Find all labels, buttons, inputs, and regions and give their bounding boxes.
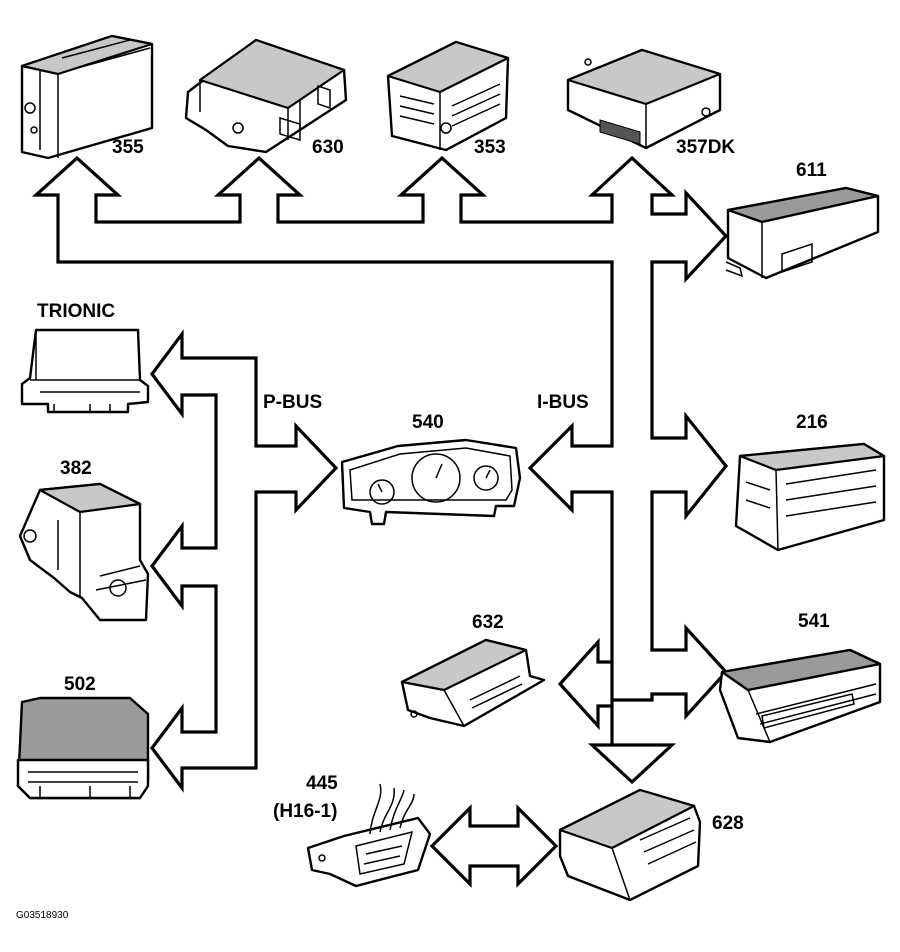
module-216 [734,442,886,552]
label-p-bus: P-BUS [263,392,323,413]
module-628 [558,788,702,902]
label-541: 541 [798,611,830,632]
label-216: 216 [796,412,828,433]
module-630 [184,38,348,154]
label-632: 632 [472,612,504,633]
connector-445 [306,783,432,888]
label-445: 445 [306,773,338,794]
label-630: 630 [312,137,344,158]
module-353 [386,40,510,152]
label-628: 628 [712,813,744,834]
label-353: 353 [474,137,506,158]
label-355: 355 [112,137,144,158]
module-502 [16,696,150,800]
module-382 [18,482,150,622]
module-trionic [20,328,150,414]
label-357dk: 357DK [676,137,736,158]
label-382: 382 [60,458,92,479]
label-540: 540 [412,412,444,433]
module-540 [340,438,522,526]
diagnostic-link-arrow [429,804,559,888]
top-bus-arrows [31,155,729,785]
label-h16-1: (H16-1) [273,801,338,822]
label-trionic: TRIONIC [37,301,116,322]
module-611 [725,186,880,280]
module-541 [718,648,882,744]
figure-code: G03518930 [16,910,69,921]
module-632 [400,638,546,728]
label-i-bus: I-BUS [537,392,589,413]
p-bus-arrows [150,329,339,793]
label-502: 502 [64,674,96,695]
module-357dk [566,48,722,150]
label-611: 611 [796,160,827,181]
module-355 [20,34,154,160]
